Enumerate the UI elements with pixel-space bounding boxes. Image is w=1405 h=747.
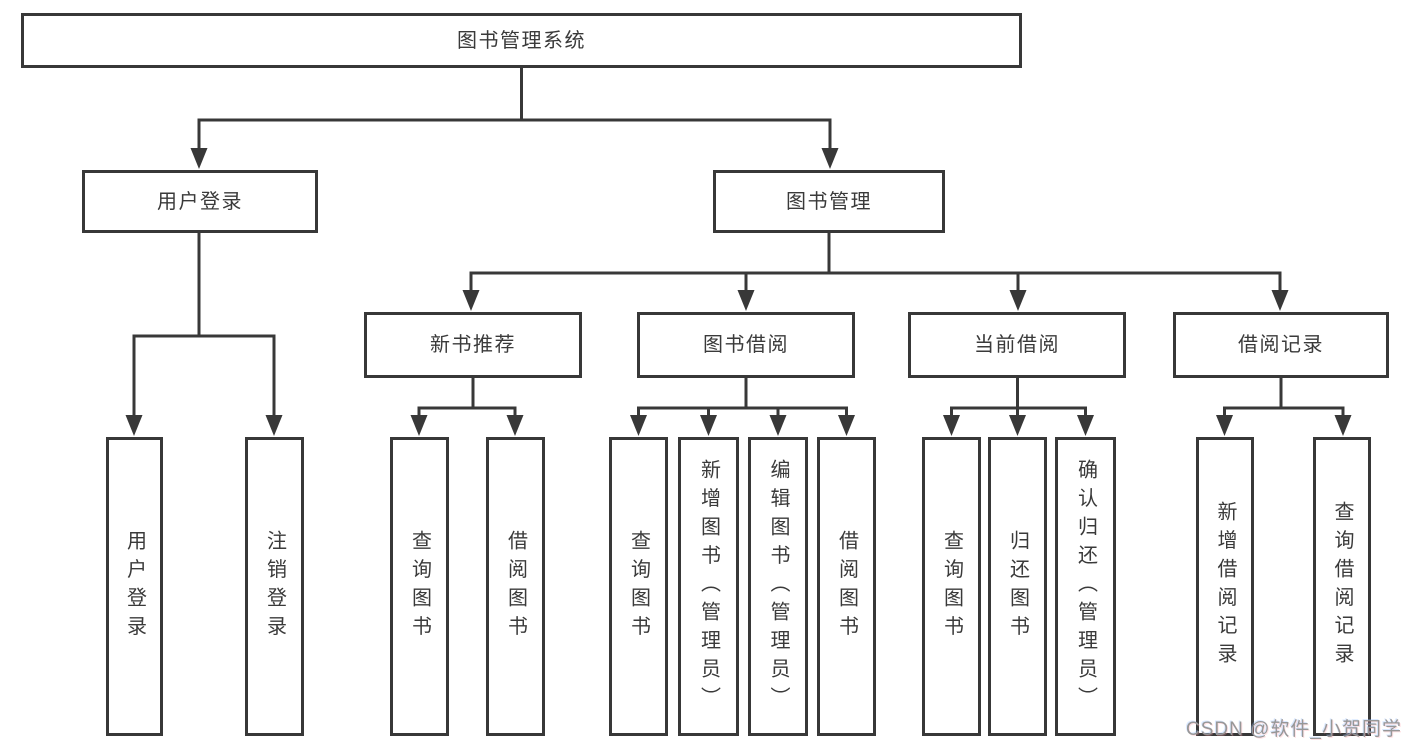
node-book-management: 图书管理 — [713, 170, 945, 233]
connector-borrow-records-to-children — [1216, 376, 1352, 436]
node-query-books-current: 查询图书 — [922, 437, 981, 736]
connector-new-book-recommend-to-children — [410, 376, 524, 436]
node-query-books-recommend: 查询图书 — [390, 437, 449, 736]
watermark: CSDN @软件_小贺同学 — [1186, 719, 1402, 740]
node-query-borrow-record: 查询借阅记录 — [1313, 437, 1371, 736]
node-confirm-return-admin: 确认归还（管理员） — [1055, 437, 1116, 736]
node-book-borrow: 图书借阅 — [637, 312, 855, 378]
node-borrow-records: 借阅记录 — [1173, 312, 1389, 378]
node-library-management-system: 图书管理系统 — [21, 13, 1022, 68]
node-add-borrow-record: 新增借阅记录 — [1196, 437, 1254, 736]
node-add-book-admin: 新增图书（管理员） — [678, 437, 739, 736]
connector-current-borrow-to-children — [943, 376, 1094, 436]
node-edit-book-admin: 编辑图书（管理员） — [748, 437, 808, 736]
node-new-book-recommend: 新书推荐 — [364, 312, 582, 378]
connector-root-to-level2 — [190, 66, 839, 169]
node-query-books-borrow: 查询图书 — [609, 437, 668, 736]
connector-book-management-to-level3 — [462, 231, 1289, 311]
connector-user-login-to-children — [125, 231, 283, 436]
node-user-login-leaf: 用户登录 — [106, 437, 163, 736]
connector-book-borrow-to-children — [630, 376, 855, 436]
node-borrow-books-leaf: 借阅图书 — [817, 437, 876, 736]
node-logout: 注销登录 — [245, 437, 304, 736]
node-user-login: 用户登录 — [82, 170, 318, 233]
node-current-borrow: 当前借阅 — [908, 312, 1126, 378]
node-return-book: 归还图书 — [988, 437, 1047, 736]
node-borrow-books-recommend: 借阅图书 — [486, 437, 545, 736]
